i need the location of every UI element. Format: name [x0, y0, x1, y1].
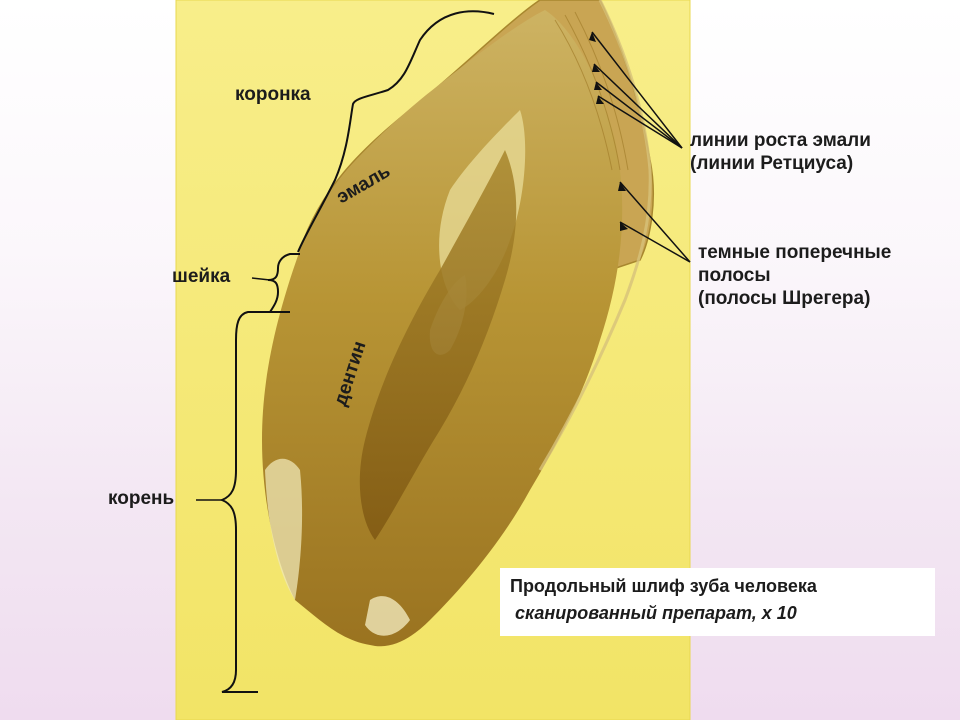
label-crown: коронка — [235, 84, 311, 105]
retzius-line1: линии роста эмали — [690, 130, 871, 151]
arrow-heads — [589, 32, 628, 231]
caption-title: Продольный шлиф зуба человека — [510, 576, 817, 596]
schreger-line2: полосы — [698, 264, 771, 286]
schreger-line1: темные поперечные — [698, 242, 892, 263]
outer-edge — [538, 0, 652, 471]
pale-zone-apex — [365, 596, 410, 636]
pointer-lines — [196, 31, 691, 501]
label-retzius-lines: линии роста эмали (линии Ретциуса) — [690, 130, 871, 176]
glass-slide-edge — [175, 0, 691, 720]
label-neck: шейка — [172, 266, 231, 287]
pale-zone-root — [265, 458, 303, 600]
pulp-cavity — [359, 150, 517, 540]
schreger-line3: (полосы Шрегера) — [698, 287, 871, 309]
caption-box: Продольный шлиф зуба человека сканирован… — [500, 568, 935, 636]
label-root: корень — [108, 488, 175, 509]
retzius-line2: (линии Ретциуса) — [690, 152, 854, 174]
caption-subtitle: сканированный препарат, х 10 — [515, 603, 797, 623]
label-schreger-bands: темные поперечные полосы (полосы Шрегера… — [698, 242, 891, 310]
